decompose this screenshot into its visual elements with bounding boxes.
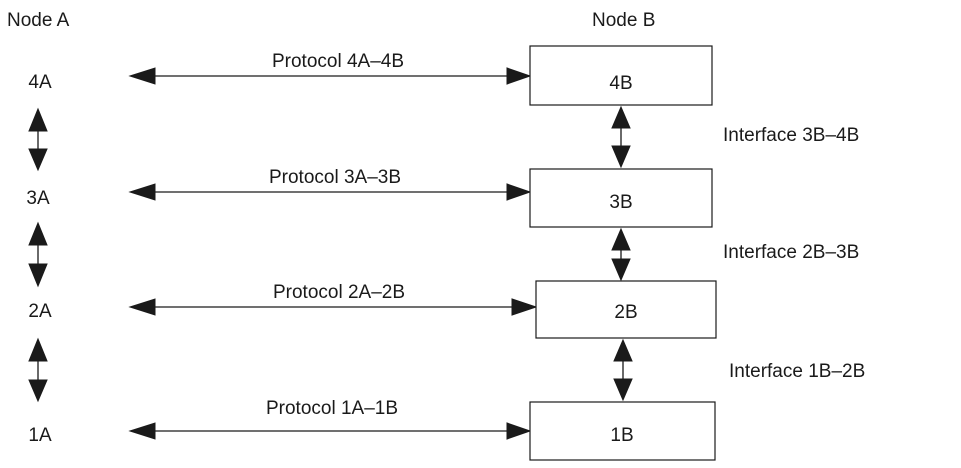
node-a-layer-3a: 3A — [26, 188, 50, 209]
node-b-layer-1b-label: 1B — [610, 425, 633, 446]
node-b-title: Node B — [592, 10, 655, 31]
node-b-layer-4b-box: 4B — [529, 45, 713, 106]
protocol-2a-2b-label: Protocol 2A–2B — [273, 282, 405, 303]
node-b-layer-3b-box: 3B — [529, 168, 713, 228]
node-a-layer-4a: 4A — [28, 72, 52, 93]
protocol-4a-4b-label: Protocol 4A–4B — [272, 51, 404, 72]
interface-arrow-2b-3b — [611, 227, 631, 282]
protocol-arrow-4a-4b — [128, 67, 532, 85]
interface-arrow-1b-2b — [613, 338, 633, 402]
protocol-3a-3b-label: Protocol 3A–3B — [269, 167, 401, 188]
node-b-layer-2b-box: 2B — [535, 280, 717, 339]
node-a-title: Node A — [7, 10, 70, 31]
protocol-arrow-1a-1b — [128, 422, 532, 440]
node-a-layer-1a: 1A — [28, 425, 52, 446]
protocol-arrow-3a-3b — [128, 183, 532, 201]
node-a-layer-2a: 2A — [28, 301, 52, 322]
node-b-layer-2b-label: 2B — [614, 302, 637, 323]
node-b-layer-1b-box: 1B — [529, 401, 716, 461]
protocol-1a-1b-label: Protocol 1A–1B — [266, 398, 398, 419]
protocol-arrow-2a-2b — [128, 298, 538, 316]
node-b-layer-4b-label: 4B — [609, 73, 632, 94]
node-b-layer-3b-label: 3B — [609, 192, 632, 213]
interface-arrow-3b-4b — [611, 105, 631, 169]
interface-1b-2b-label: Interface 1B–2B — [729, 361, 865, 382]
node-a-arrow-2a-1a — [28, 337, 48, 403]
node-a-arrow-3a-2a — [28, 221, 48, 288]
node-a-arrow-4a-3a — [28, 107, 48, 172]
interface-2b-3b-label: Interface 2B–3B — [723, 242, 859, 263]
interface-3b-4b-label: Interface 3B–4B — [723, 125, 859, 146]
